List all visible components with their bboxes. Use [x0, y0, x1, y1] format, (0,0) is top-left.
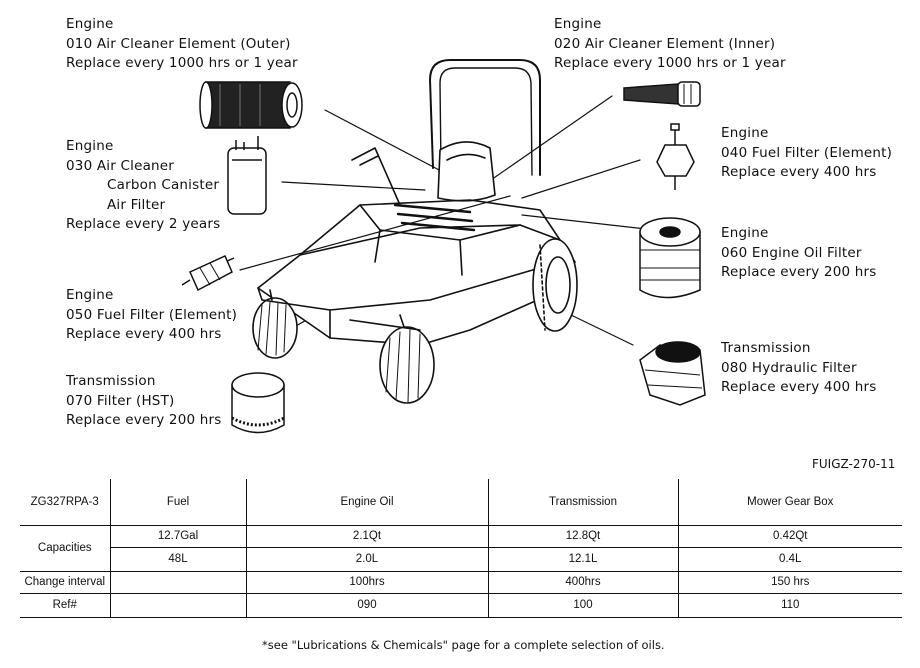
- label-item: 020 Air Cleaner Element (Inner): [554, 35, 776, 52]
- hydraulic-filter-080-icon: [639, 341, 706, 406]
- table-cell: 2.1Qt: [246, 525, 489, 547]
- fuel-filter-050-icon: [181, 255, 235, 292]
- footnote: *see "Lubrications & Chemicals" page for…: [262, 638, 665, 652]
- seat: [437, 141, 496, 202]
- table-cell: 090: [246, 593, 489, 617]
- row-label: Capacities: [20, 525, 111, 572]
- label-interval: Replace every 400 hrs: [721, 164, 877, 180]
- label-fuel-filter-040: Engine 040 Fuel Filter (Element) Replace…: [721, 124, 892, 183]
- front-wheel-right: [379, 326, 435, 404]
- column-header: Mower Gear Box: [747, 495, 834, 508]
- oil-filter-060-icon: [639, 217, 701, 299]
- table-cell: 48L: [110, 547, 247, 571]
- rops-bar: [429, 59, 541, 176]
- table-cell: [110, 593, 247, 617]
- row-label: Change interval: [20, 571, 111, 593]
- label-sub-item: Air Filter: [107, 196, 166, 213]
- table-cell: 12.1L: [488, 547, 679, 571]
- mower-body: [257, 224, 576, 346]
- label-category: Engine: [554, 16, 602, 32]
- table-row: 48L 2.0L 12.1L 0.4L: [20, 547, 902, 571]
- table-cell: 2.0L: [246, 547, 489, 571]
- steering-lever-left: [351, 147, 401, 206]
- table-header-row: ZG327RPA-3 Fuel Engine Oil Transmission …: [20, 479, 902, 525]
- figure-code: FUIGZ-270-11: [812, 457, 896, 471]
- label-interval: Replace every 400 hrs: [721, 379, 877, 395]
- table-cell: 100: [488, 593, 679, 617]
- air-cleaner-inner-icon: [623, 81, 701, 107]
- table-cell: 110: [781, 599, 800, 611]
- fuel-filter-040-icon: [656, 123, 695, 190]
- column-header: Engine Oil: [246, 479, 489, 525]
- column-header: Fuel: [110, 479, 247, 525]
- label-item: 030 Air Cleaner: [66, 157, 175, 174]
- label-category: Engine: [66, 287, 114, 303]
- table-cell: 12.8Qt: [488, 525, 679, 547]
- label-fuel-filter-050: Engine 050 Fuel Filter (Element) Replace…: [66, 286, 237, 345]
- label-interval: Replace every 400 hrs: [66, 326, 222, 342]
- carbon-canister-icon: [227, 136, 267, 215]
- label-air-cleaner-inner: Engine 020 Air Cleaner Element (Inner) R…: [554, 15, 786, 74]
- capacities-table: ZG327RPA-3 Fuel Engine Oil Transmission …: [20, 479, 902, 618]
- label-item: 010 Air Cleaner Element (Outer): [66, 35, 291, 52]
- label-item: 060 Engine Oil Filter: [721, 244, 862, 261]
- label-air-cleaner-outer: Engine 010 Air Cleaner Element (Outer) R…: [66, 15, 298, 74]
- label-category: Engine: [66, 138, 114, 154]
- mower-illustration: [181, 59, 706, 434]
- label-item: 050 Fuel Filter (Element): [66, 306, 238, 323]
- label-interval: Replace every 200 hrs: [721, 264, 877, 280]
- label-interval: Replace every 1000 hrs or 1 year: [66, 55, 298, 71]
- label-hydraulic-filter-080: Transmission 080 Hydraulic Filter Replac…: [721, 339, 877, 398]
- label-category: Engine: [721, 225, 769, 241]
- air-cleaner-outer-icon: [199, 81, 303, 129]
- table-cell: 100hrs: [246, 571, 489, 593]
- table-row: Capacities 12.7Gal 2.1Qt 12.8Qt 0.42Qt: [20, 525, 902, 572]
- label-oil-filter-060: Engine 060 Engine Oil Filter Replace eve…: [721, 224, 877, 283]
- column-header: Transmission: [488, 479, 679, 525]
- label-category: Engine: [721, 125, 769, 141]
- table-row: Change interval 100hrs 400hrs 150 hrs: [20, 571, 902, 593]
- table-cell: 150 hrs: [771, 576, 810, 588]
- table-cell: 12.7Gal: [110, 525, 247, 547]
- row-label: Ref#: [20, 593, 111, 617]
- table-row: Ref# 090 100 110: [20, 593, 902, 617]
- table-cell: [110, 571, 247, 593]
- label-interval: Replace every 2 years: [66, 216, 221, 232]
- label-category: Engine: [66, 16, 114, 32]
- label-hst-filter-070: Transmission 070 Filter (HST) Replace ev…: [66, 372, 222, 431]
- table-cell: 0.4L: [779, 553, 802, 565]
- label-interval: Replace every 1000 hrs or 1 year: [554, 55, 786, 71]
- hst-filter-070-icon: [231, 372, 285, 434]
- label-category: Transmission: [721, 340, 811, 356]
- label-interval: Replace every 200 hrs: [66, 412, 222, 428]
- model-cell: ZG327RPA-3: [20, 479, 111, 525]
- label-item: 070 Filter (HST): [66, 392, 175, 409]
- label-carbon-canister: Engine 030 Air Cleaner Carbon Canister A…: [66, 137, 220, 235]
- label-sub-item: Carbon Canister: [107, 177, 220, 193]
- label-item: 080 Hydraulic Filter: [721, 359, 857, 376]
- table-cell: 0.42Qt: [772, 530, 808, 542]
- table-cell: 400hrs: [488, 571, 679, 593]
- label-item: 040 Fuel Filter (Element): [721, 144, 893, 161]
- label-category: Transmission: [66, 373, 156, 389]
